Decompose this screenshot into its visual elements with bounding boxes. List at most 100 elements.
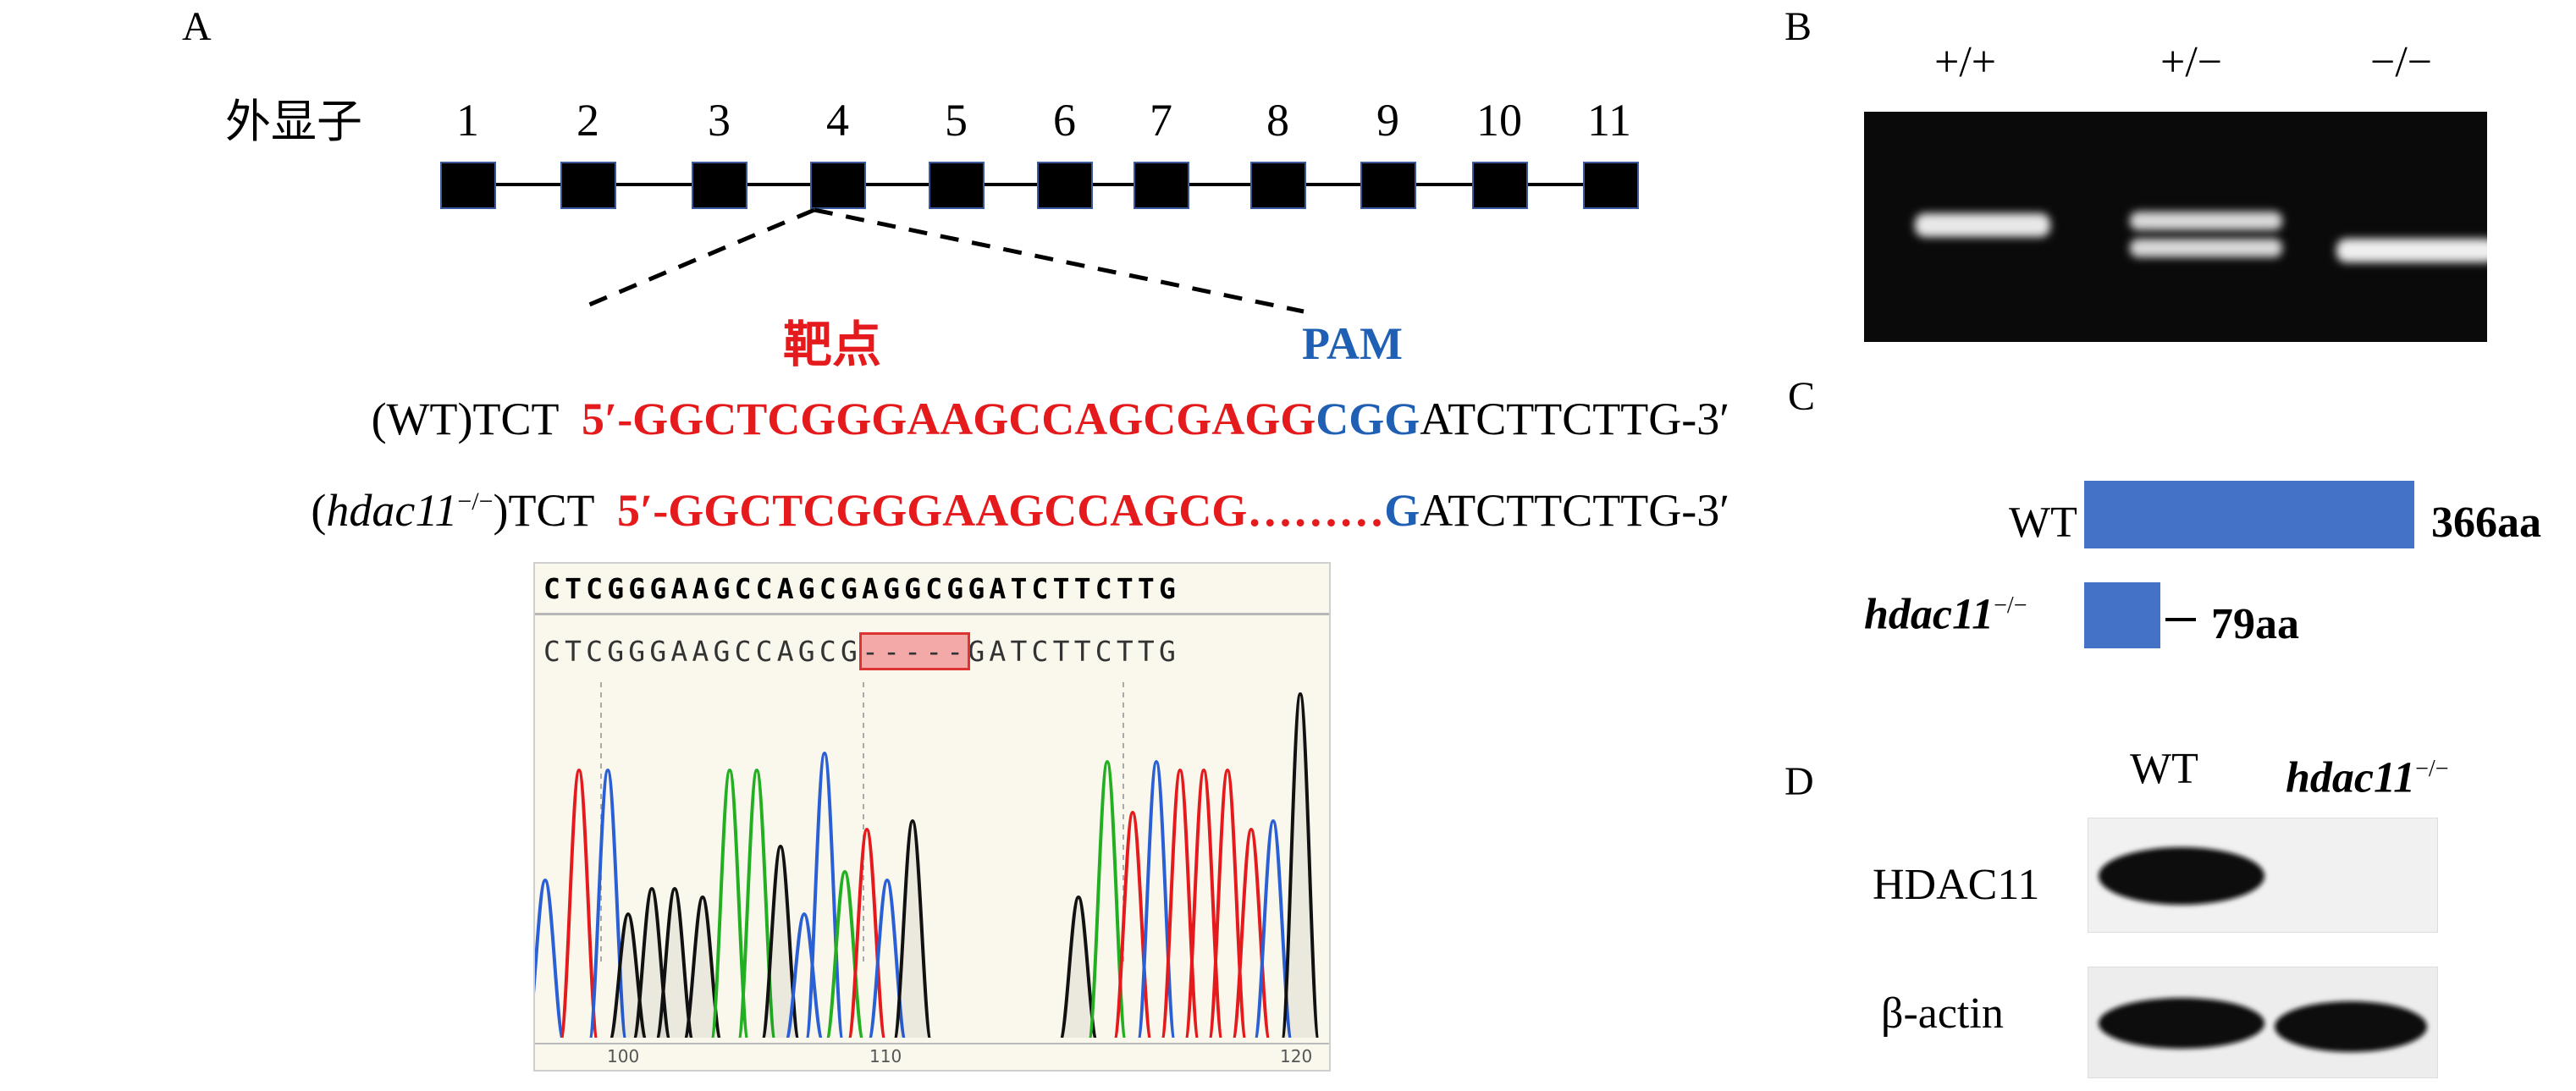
exon-number-1: 1: [456, 95, 479, 146]
target-site-label: 靶点: [783, 317, 882, 372]
deletion-box: -----: [859, 632, 971, 670]
mut-seq-target: 5′-GGCTCGGGAAGCCAGCG………: [617, 485, 1385, 536]
exon-label: 外显子: [225, 96, 362, 147]
wt-seq-target: 5′-GGCTCGGGAAGCCAGCGAGG: [582, 394, 1316, 444]
trace-peak: [1232, 827, 1271, 1038]
blot-col-mut-gene: hdac11: [2286, 753, 2416, 802]
gel-bands: [1915, 212, 2497, 262]
band-wt: [1915, 213, 2050, 237]
tick-100: 100: [607, 1046, 640, 1066]
exon-number-9: 9: [1376, 95, 1399, 146]
exon-box-9: [1360, 162, 1416, 209]
panel-a-letter: A: [182, 4, 212, 49]
trace-peak: [655, 886, 694, 1038]
wt-seq-prefix: (WT)TCT: [371, 394, 559, 444]
band-het-lower: [2130, 239, 2282, 257]
trace-peak: [1059, 895, 1098, 1038]
exon-box-8: [1250, 162, 1306, 209]
lane-label-wt: +/+: [1934, 38, 1997, 86]
mut-seq-gene: hdac11: [326, 485, 458, 536]
exon-box-2: [560, 162, 616, 209]
blot-col-wt: WT: [2130, 745, 2198, 793]
protein-length-mut: 79aa: [2211, 600, 2299, 648]
blot-hdac11: [2088, 818, 2438, 933]
tick-110: 110: [869, 1046, 902, 1066]
exon-number-10: 10: [1476, 95, 1522, 146]
exon-number-11: 11: [1587, 95, 1631, 146]
zoom-dash-right: [814, 207, 1305, 314]
trace-peak: [610, 912, 647, 1038]
lane-label-het: +/−: [2160, 38, 2223, 86]
trace-peak: [805, 751, 844, 1038]
band-actin-mut: [2275, 1001, 2427, 1052]
band-het-upper: [2130, 212, 2282, 230]
trace-peak: [632, 886, 671, 1038]
gene-structure-diagram: [440, 162, 1639, 314]
exon-box-7: [1134, 162, 1189, 209]
exon-box-10: [1472, 162, 1528, 209]
trace-peak: [786, 912, 823, 1038]
band-hom: [2336, 239, 2497, 262]
protein-label-mut-gene: hdac11: [1864, 590, 1994, 639]
read-after: GATCTTCTTG: [968, 635, 1181, 668]
trace-peak: [825, 869, 864, 1038]
wt-sequence-line: (WT)TCT 5′-GGCTCGGGAAGCCAGCGAGGCGGATCTTC…: [372, 394, 1729, 444]
band-actin-wt: [2099, 998, 2264, 1049]
mut-seq-prefix-close: )TCT: [493, 485, 594, 536]
panel-c-letter: C: [1788, 374, 1816, 419]
sample-read: CTCGGGAAGCCAGCG-----GATCTTCTTG: [543, 632, 1181, 670]
trace-peak: [710, 768, 749, 1038]
mut-seq-genotype: −/−: [457, 488, 494, 515]
trace-peak: [560, 768, 598, 1038]
exon-number-5: 5: [945, 95, 968, 146]
exon-box-11: [1583, 162, 1639, 209]
header-divider: [535, 613, 1329, 615]
trace-peak: [535, 878, 565, 1038]
exon-box-4: [810, 162, 866, 209]
protein-label-wt: WT: [2009, 499, 2077, 547]
panel-d-letter: D: [1784, 759, 1814, 804]
blot-actin: [2088, 967, 2438, 1078]
mutant-sequence-line: (hdac11−/−)TCT 5′-GGCTCGGGAAGCCAGCG………GA…: [311, 477, 1729, 536]
trace-peak: [893, 818, 932, 1038]
mut-seq-tail: ATCTTCTTG-3′: [1420, 485, 1729, 536]
wt-seq-pam: CGG: [1316, 394, 1420, 444]
protein-bar-mut: [2084, 582, 2160, 648]
mut-seq-g: G: [1384, 485, 1420, 536]
blot-row-hdac11: HDAC11: [1873, 861, 2040, 909]
exon-number-6: 6: [1053, 95, 1076, 146]
trace-plot: [535, 682, 1320, 1038]
blot-actin-bands: [2099, 998, 2427, 1052]
panel-b-letter: B: [1784, 4, 1812, 49]
trace-peak: [1281, 692, 1320, 1038]
exon-number-8: 8: [1266, 95, 1289, 146]
exon-number-2: 2: [576, 95, 599, 146]
trace-peak: [1113, 810, 1152, 1038]
trace-peak: [847, 827, 886, 1038]
blot-hdac11-bands: [2099, 847, 2264, 905]
band-hdac11-wt: [2099, 847, 2264, 905]
exon-box-3: [692, 162, 747, 209]
protein-bar-wt: [2084, 481, 2414, 548]
protein-label-mut: hdac11−/−: [1864, 584, 2027, 636]
exon-box-6: [1037, 162, 1093, 209]
blot-col-mut: hdac11−/−: [2286, 747, 2449, 800]
position-ruler: 100 110 120: [535, 1043, 1329, 1072]
protein-label-mut-genotype: −/−: [1994, 592, 2027, 619]
pam-label: PAM: [1302, 318, 1403, 369]
blot-col-mut-genotype: −/−: [2415, 756, 2449, 782]
exon-number-4: 4: [826, 95, 849, 146]
sanger-chromatogram: CTCGGGAAGCCAGCGAGGCGGATCTTCTTG CTCGGGAAG…: [533, 562, 1331, 1072]
read-before: CTCGGGAAGCCAGCG: [543, 635, 863, 668]
exon-number-7: 7: [1150, 95, 1172, 146]
exon-box-1: [440, 162, 496, 209]
tick-120: 120: [1280, 1046, 1313, 1066]
protein-bar-mut-tick: [2165, 618, 2196, 621]
reference-sequence: CTCGGGAAGCCAGCGAGGCGGATCTTCTTG: [543, 572, 1181, 605]
zoom-dash-left: [588, 207, 815, 307]
blot-row-actin: β-actin: [1881, 989, 2004, 1038]
agarose-gel-image: [1864, 112, 2497, 342]
exon-number-3: 3: [708, 95, 731, 146]
exon-box-5: [929, 162, 985, 209]
mut-seq-prefix-open: (: [311, 485, 327, 536]
